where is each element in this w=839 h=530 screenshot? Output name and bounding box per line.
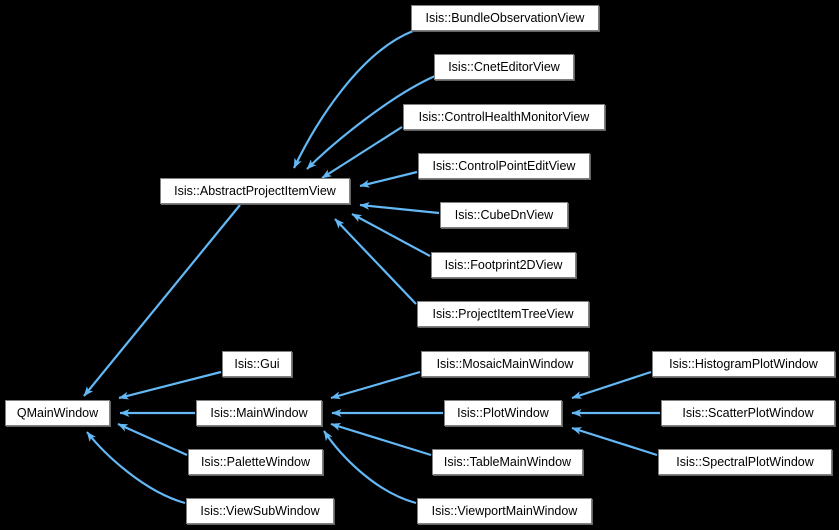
node-gui[interactable]: Isis::Gui (222, 351, 292, 377)
node-label: Isis::HistogramPlotWindow (669, 356, 818, 371)
node-label: Isis::ControlHealthMonitorView (418, 109, 590, 124)
node-label: Isis::ProjectItemTreeView (432, 306, 574, 321)
node-control_point_edit_view[interactable]: Isis::ControlPointEditView (418, 153, 590, 179)
node-palette_window[interactable]: Isis::PaletteWindow (188, 449, 323, 475)
node-label: Isis::TableMainWindow (443, 454, 572, 469)
node-plot_window[interactable]: Isis::PlotWindow (444, 400, 562, 426)
node-label: Isis::ViewSubWindow (200, 503, 320, 518)
node-label: Isis::MosaicMainWindow (436, 356, 574, 371)
node-label: Isis::ViewportMainWindow (431, 503, 578, 518)
node-footprint_2d_view[interactable]: Isis::Footprint2DView (431, 252, 576, 278)
node-main_window[interactable]: Isis::MainWindow (196, 400, 322, 426)
node-bundle_observation_view[interactable]: Isis::BundleObservationView (411, 5, 599, 31)
node-label: Isis::ControlPointEditView (432, 158, 576, 173)
node-cnet_editor_view[interactable]: Isis::CnetEditorView (434, 54, 574, 80)
node-histogram_plot_window[interactable]: Isis::HistogramPlotWindow (652, 351, 835, 377)
node-table_main_window[interactable]: Isis::TableMainWindow (432, 449, 583, 475)
node-label: QMainWindow (16, 405, 99, 420)
node-abstract_project_item_view[interactable]: Isis::AbstractProjectItemView (160, 178, 350, 204)
node-label: Isis::Gui (234, 356, 280, 371)
node-viewport_main_window[interactable]: Isis::ViewportMainWindow (417, 498, 592, 524)
node-label: Isis::PlotWindow (457, 405, 549, 420)
node-mosaic_main_window[interactable]: Isis::MosaicMainWindow (421, 351, 589, 377)
node-control_health_monitor_view[interactable]: Isis::ControlHealthMonitorView (403, 104, 605, 130)
node-view_sub_window[interactable]: Isis::ViewSubWindow (186, 498, 334, 524)
node-label: Isis::CubeDnView (454, 207, 554, 222)
node-label: Isis::PaletteWindow (200, 454, 311, 469)
node-project_item_tree_view[interactable]: Isis::ProjectItemTreeView (417, 301, 589, 327)
node-spectral_plot_window[interactable]: Isis::SpectralPlotWindow (658, 449, 832, 475)
node-label: Isis::ScatterPlotWindow (682, 405, 814, 420)
node-label: Isis::Footprint2DView (444, 257, 563, 272)
node-label: Isis::AbstractProjectItemView (174, 183, 336, 198)
node-label: Isis::BundleObservationView (425, 10, 585, 25)
node-label: Isis::MainWindow (210, 405, 308, 420)
node-label: Isis::CnetEditorView (448, 59, 560, 74)
node-scatter_plot_window[interactable]: Isis::ScatterPlotWindow (661, 400, 835, 426)
node-qmainwindow[interactable]: QMainWindow (5, 400, 110, 426)
node-label: Isis::SpectralPlotWindow (676, 454, 814, 469)
node-cube_dn_view[interactable]: Isis::CubeDnView (440, 202, 568, 228)
